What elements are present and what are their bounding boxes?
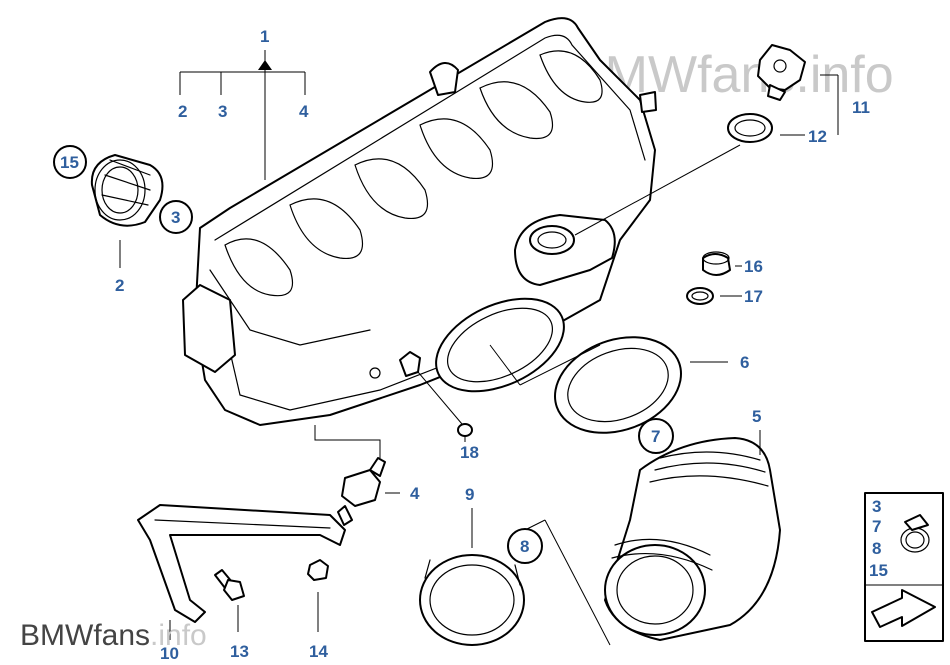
o-ring[interactable] — [686, 287, 714, 305]
air-intake-housing[interactable] — [182, 17, 657, 426]
callout-16[interactable]: 16 — [744, 257, 763, 276]
filler-cap[interactable] — [757, 44, 806, 101]
watermark-bottom: BMWfans.info — [20, 619, 207, 652]
clamp-ring[interactable] — [419, 554, 525, 646]
callout-11[interactable]: 11 — [852, 98, 870, 117]
legend-item-3: 8 — [872, 539, 881, 558]
callout-13[interactable]: 13 — [230, 642, 249, 661]
support-bracket[interactable] — [137, 504, 346, 623]
callout-8[interactable]: 8 — [520, 537, 529, 556]
callout-14[interactable]: 14 — [309, 642, 328, 661]
callout-4-mid[interactable]: 4 — [410, 484, 420, 503]
callout-6[interactable]: 6 — [740, 353, 749, 372]
rubber-mount[interactable] — [337, 457, 386, 526]
hose-clamp-icon — [900, 514, 930, 553]
intake-boot[interactable] — [90, 154, 164, 227]
legend-item-2: 7 — [872, 517, 881, 536]
callout-1[interactable]: 1 — [260, 27, 269, 46]
callout-15[interactable]: 15 — [60, 153, 79, 172]
callout-10[interactable]: 10 — [160, 644, 179, 663]
callout-7[interactable]: 7 — [651, 427, 660, 446]
callout-2-top[interactable]: 2 — [178, 102, 187, 121]
callout-8-circle — [507, 528, 543, 564]
callout-4-top[interactable]: 4 — [299, 102, 309, 121]
hex-bolt[interactable] — [214, 569, 245, 601]
seal-ring[interactable] — [727, 113, 773, 143]
callout-5[interactable]: 5 — [752, 407, 761, 426]
callout-17[interactable]: 17 — [744, 287, 763, 306]
callout-12[interactable]: 12 — [808, 127, 827, 146]
callout-2-left[interactable]: 2 — [115, 276, 124, 295]
callout-15-circle — [53, 145, 87, 179]
callout-1-bracket: 1 2 3 4 — [178, 27, 309, 180]
callout-3-top[interactable]: 3 — [218, 102, 227, 121]
callout-3-circle — [159, 200, 193, 234]
clamp-legend-box: 3 7 8 15 — [864, 492, 944, 642]
hex-nut[interactable] — [307, 559, 329, 581]
callout-3-circled[interactable]: 3 — [171, 208, 180, 227]
rubber-ring[interactable] — [542, 320, 695, 449]
arrow-icon — [871, 589, 936, 628]
bellows-hose[interactable] — [604, 437, 781, 641]
grommet[interactable] — [702, 251, 731, 276]
callout-18[interactable]: 18 — [460, 443, 479, 462]
legend-item-4: 15 — [869, 561, 888, 580]
callout-7-circle — [638, 418, 674, 454]
legend-item-1: 3 — [872, 497, 881, 516]
callout-9[interactable]: 9 — [465, 485, 474, 504]
rubber-mount-nut[interactable] — [399, 351, 473, 437]
